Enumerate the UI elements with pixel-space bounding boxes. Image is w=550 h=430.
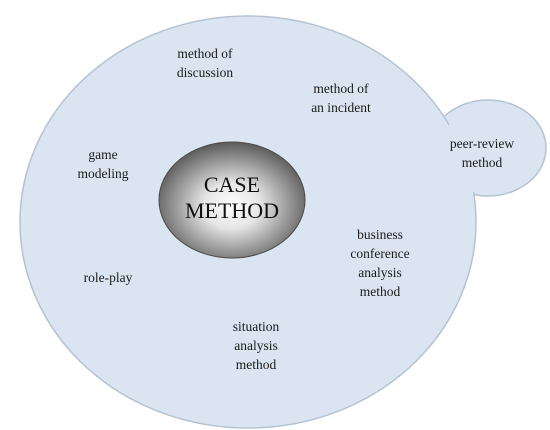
business-conference-label: business conference analysis method bbox=[350, 227, 410, 299]
method-incident-label: method of an incident bbox=[311, 81, 371, 115]
center-label: CASE METHOD bbox=[184, 172, 280, 223]
bubble-join bbox=[445, 106, 489, 194]
role-play-label: role-play bbox=[83, 270, 133, 285]
game-modeling-label: game modeling bbox=[77, 147, 129, 181]
center-ellipse bbox=[158, 141, 306, 259]
peer-review-method-label: peer-review method bbox=[449, 136, 515, 170]
situation-analysis-label: situation analysis method bbox=[232, 319, 280, 372]
method-discussion-label: method of discussion bbox=[176, 46, 234, 80]
